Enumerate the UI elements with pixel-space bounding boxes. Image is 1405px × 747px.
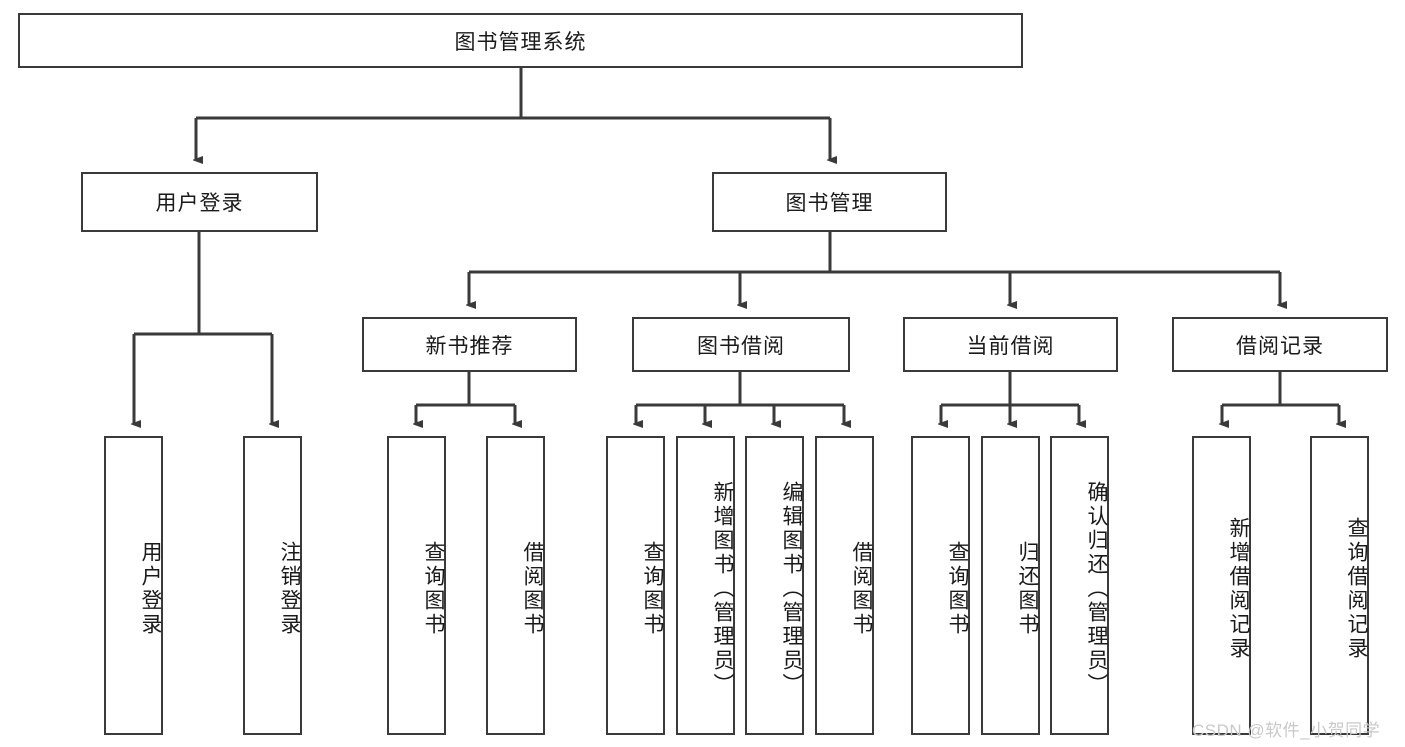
node-label: 查询图书	[422, 540, 445, 637]
leaf-user-login-signout[interactable]: 注销登录	[243, 436, 302, 735]
node-label: 当前借阅	[966, 334, 1055, 358]
csdn-watermark: CSDN @软件_小贺同学	[1192, 721, 1381, 740]
node-label: 借阅记录	[1236, 334, 1324, 358]
leaf-borrow-record-query[interactable]: 查询借阅记录	[1310, 436, 1369, 735]
node-label: 注销登录	[278, 540, 301, 637]
node-label: 图书管理系统	[454, 30, 587, 54]
node-label: 归还图书	[1016, 540, 1039, 637]
leaf-borrow-record-add[interactable]: 新增借阅记录	[1192, 436, 1251, 735]
node-label: 新书推荐	[425, 334, 514, 358]
node-new-book-recommend[interactable]: 新书推荐	[362, 317, 577, 372]
node-borrow-record[interactable]: 借阅记录	[1172, 317, 1388, 372]
node-label: 用户登录	[155, 192, 244, 215]
node-label: 查询借阅记录	[1345, 516, 1368, 661]
leaf-current-borrow-return[interactable]: 归还图书	[981, 436, 1040, 735]
leaf-book-borrow-query[interactable]: 查询图书	[606, 436, 665, 735]
node-label: 编辑图书（管理员）	[780, 480, 803, 697]
leaf-new-book-borrow[interactable]: 借阅图书	[486, 436, 545, 735]
node-root-system[interactable]: 图书管理系统	[18, 13, 1023, 68]
node-user-login[interactable]: 用户登录	[81, 172, 318, 232]
leaf-new-book-query[interactable]: 查询图书	[387, 436, 446, 735]
node-label: 确认归还（管理员）	[1085, 480, 1108, 697]
leaf-user-login-signin[interactable]: 用户登录	[104, 436, 163, 735]
node-label: 查询图书	[946, 540, 969, 637]
node-label: 借阅图书	[850, 540, 873, 637]
node-label: 图书管理	[785, 192, 874, 215]
leaf-book-borrow-add[interactable]: 新增图书（管理员）	[676, 436, 735, 735]
node-label: 新增图书（管理员）	[711, 480, 734, 697]
node-label: 用户登录	[139, 540, 162, 637]
node-label: 查询图书	[641, 540, 664, 637]
leaf-book-borrow-edit[interactable]: 编辑图书（管理员）	[745, 436, 804, 735]
node-book-borrow[interactable]: 图书借阅	[632, 317, 850, 372]
node-book-management[interactable]: 图书管理	[712, 172, 947, 232]
node-label: 图书借阅	[697, 334, 785, 358]
leaf-current-borrow-query[interactable]: 查询图书	[911, 436, 970, 735]
leaf-book-borrow-lend[interactable]: 借阅图书	[815, 436, 874, 735]
node-label: 借阅图书	[521, 540, 544, 637]
node-current-borrow[interactable]: 当前借阅	[903, 317, 1118, 372]
node-label: 新增借阅记录	[1227, 516, 1250, 661]
leaf-current-borrow-confirm[interactable]: 确认归还（管理员）	[1050, 436, 1109, 735]
